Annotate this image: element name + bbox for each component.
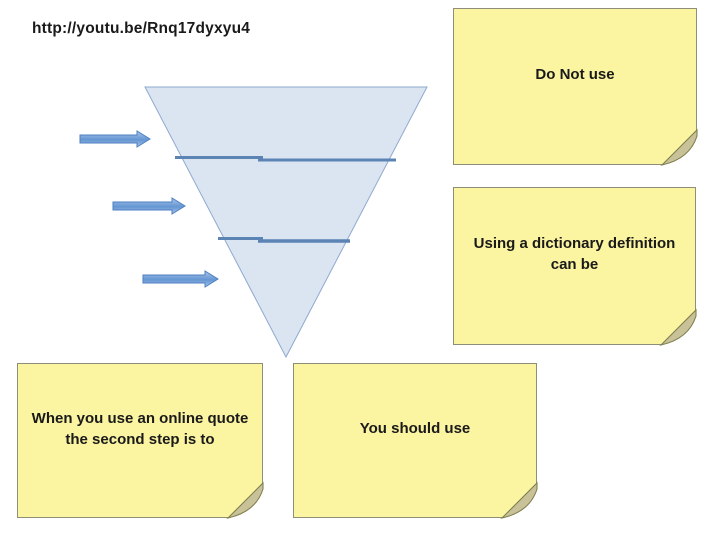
note-paper (17, 363, 263, 518)
note-text: Do Not use (453, 8, 697, 165)
note-text: Using a dictionary definition can be (453, 187, 696, 345)
right-arrow-icon-1[interactable] (79, 130, 151, 148)
note-paper (453, 8, 697, 165)
note-text-line: the second step is to (65, 430, 215, 448)
folded-corner-icon (226, 481, 264, 519)
note-text-line: can be (550, 256, 599, 273)
note-paper (453, 187, 696, 345)
right-arrow-icon-2[interactable] (112, 197, 186, 215)
folded-corner-icon (660, 128, 698, 166)
note-text: When you use an online quote the second … (17, 363, 263, 518)
video-url-link[interactable]: http://youtu.be/Rnq17dyxyu4 (32, 20, 251, 37)
sticky-note-you-should-use[interactable]: You should use (293, 363, 538, 519)
sticky-note-online-quote[interactable]: When you use an online quote the second … (17, 363, 264, 519)
note-text: You should use (293, 363, 537, 518)
note-text-line: Do Not use (535, 66, 615, 83)
folded-corner-icon (500, 481, 538, 519)
funnel-triangle[interactable] (144, 86, 428, 359)
note-text-line: When you use an online quote (31, 409, 249, 427)
note-paper (293, 363, 537, 518)
right-arrow-icon-3[interactable] (142, 270, 219, 288)
note-text-line: Using a dictionary definition (473, 235, 676, 252)
folded-corner-icon (659, 308, 697, 346)
sticky-note-do-not-use[interactable]: Do Not use (453, 8, 698, 166)
note-text-line: You should use (359, 420, 471, 437)
sticky-note-dictionary-definition[interactable]: Using a dictionary definition can be (453, 187, 697, 346)
